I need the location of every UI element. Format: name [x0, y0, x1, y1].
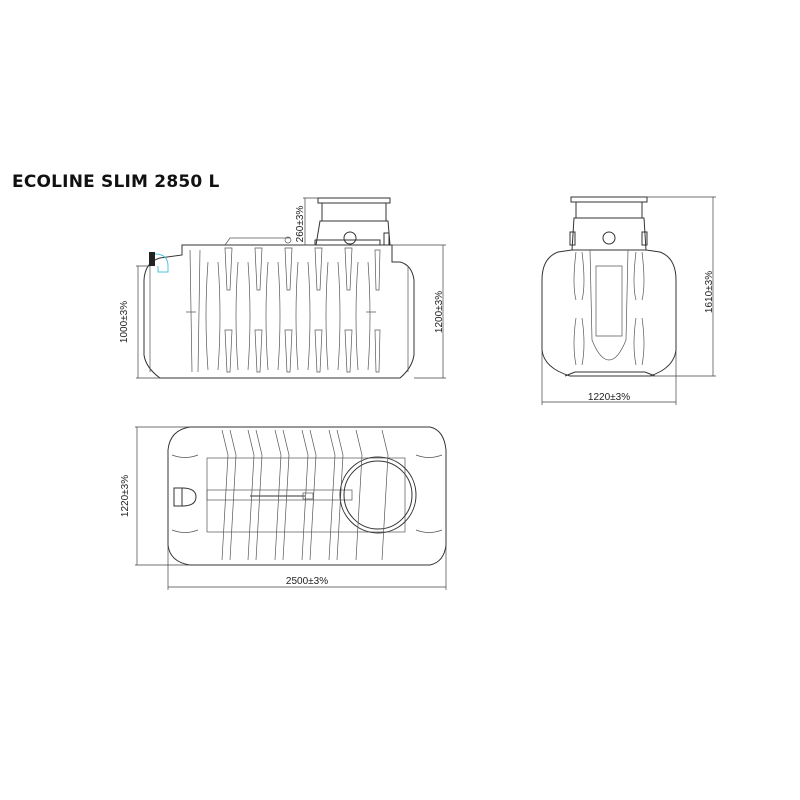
dim-front-width: 1220±3%	[588, 392, 630, 403]
dim-body-height: 1000±3%	[119, 301, 130, 343]
dim-top-length: 2500±3%	[286, 576, 328, 587]
product-title: ECOLINE SLIM 2850 L	[12, 172, 220, 192]
dim-top-width: 1220±3%	[120, 475, 131, 517]
top-view: 1220±3% 2500±3%	[120, 426, 447, 590]
dim-total-body-height: 1200±3%	[434, 291, 445, 333]
side-view: 260±3% 1000±3% 1200±3%	[119, 197, 446, 379]
dim-total-height: 1610±3%	[704, 271, 715, 313]
dim-neck-height: 260±3%	[295, 206, 306, 243]
front-view: 1610±3% 1220±3%	[541, 196, 716, 405]
inlet-pipe-icon	[154, 253, 169, 273]
